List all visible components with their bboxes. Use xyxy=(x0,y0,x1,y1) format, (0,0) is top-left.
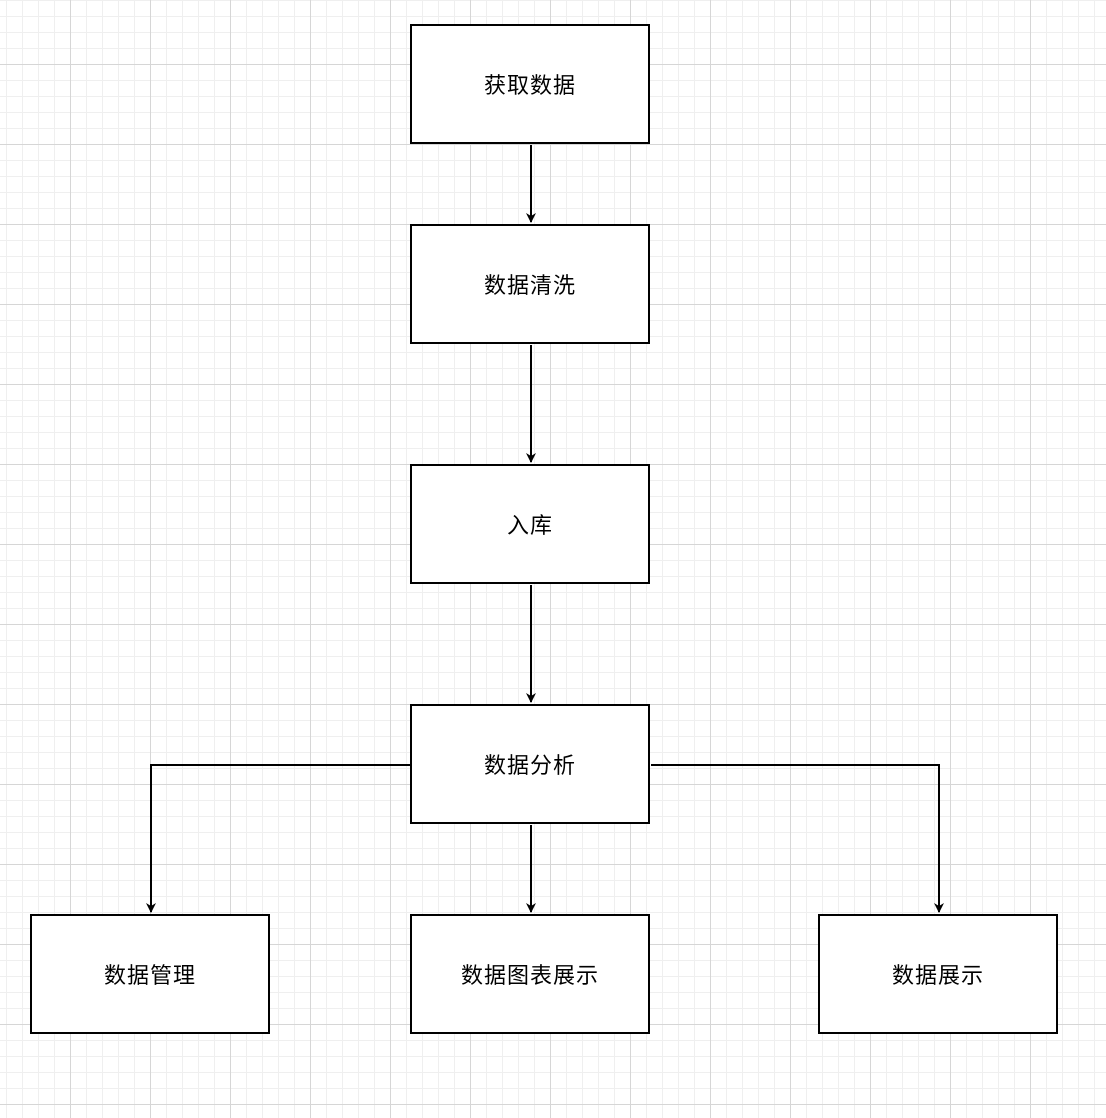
node-analyze[interactable]: 数据分析 xyxy=(410,704,650,824)
node-label: 数据展示 xyxy=(891,964,984,989)
node-label: 数据清洗 xyxy=(483,274,576,299)
node-acquire[interactable]: 获取数据 xyxy=(410,24,650,144)
node-label: 数据管理 xyxy=(103,964,196,989)
node-clean[interactable]: 数据清洗 xyxy=(410,224,650,344)
node-chart-display[interactable]: 数据图表展示 xyxy=(410,914,650,1034)
edge-analyze-to-display xyxy=(651,764,944,913)
node-label: 数据图表展示 xyxy=(460,964,599,989)
edge-analyze-to-manage xyxy=(146,764,411,913)
node-manage[interactable]: 数据管理 xyxy=(30,914,270,1034)
node-store[interactable]: 入库 xyxy=(410,464,650,584)
node-label: 数据分析 xyxy=(483,754,576,779)
node-display[interactable]: 数据展示 xyxy=(818,914,1058,1034)
node-label: 获取数据 xyxy=(483,74,576,99)
node-label: 入库 xyxy=(506,514,553,539)
